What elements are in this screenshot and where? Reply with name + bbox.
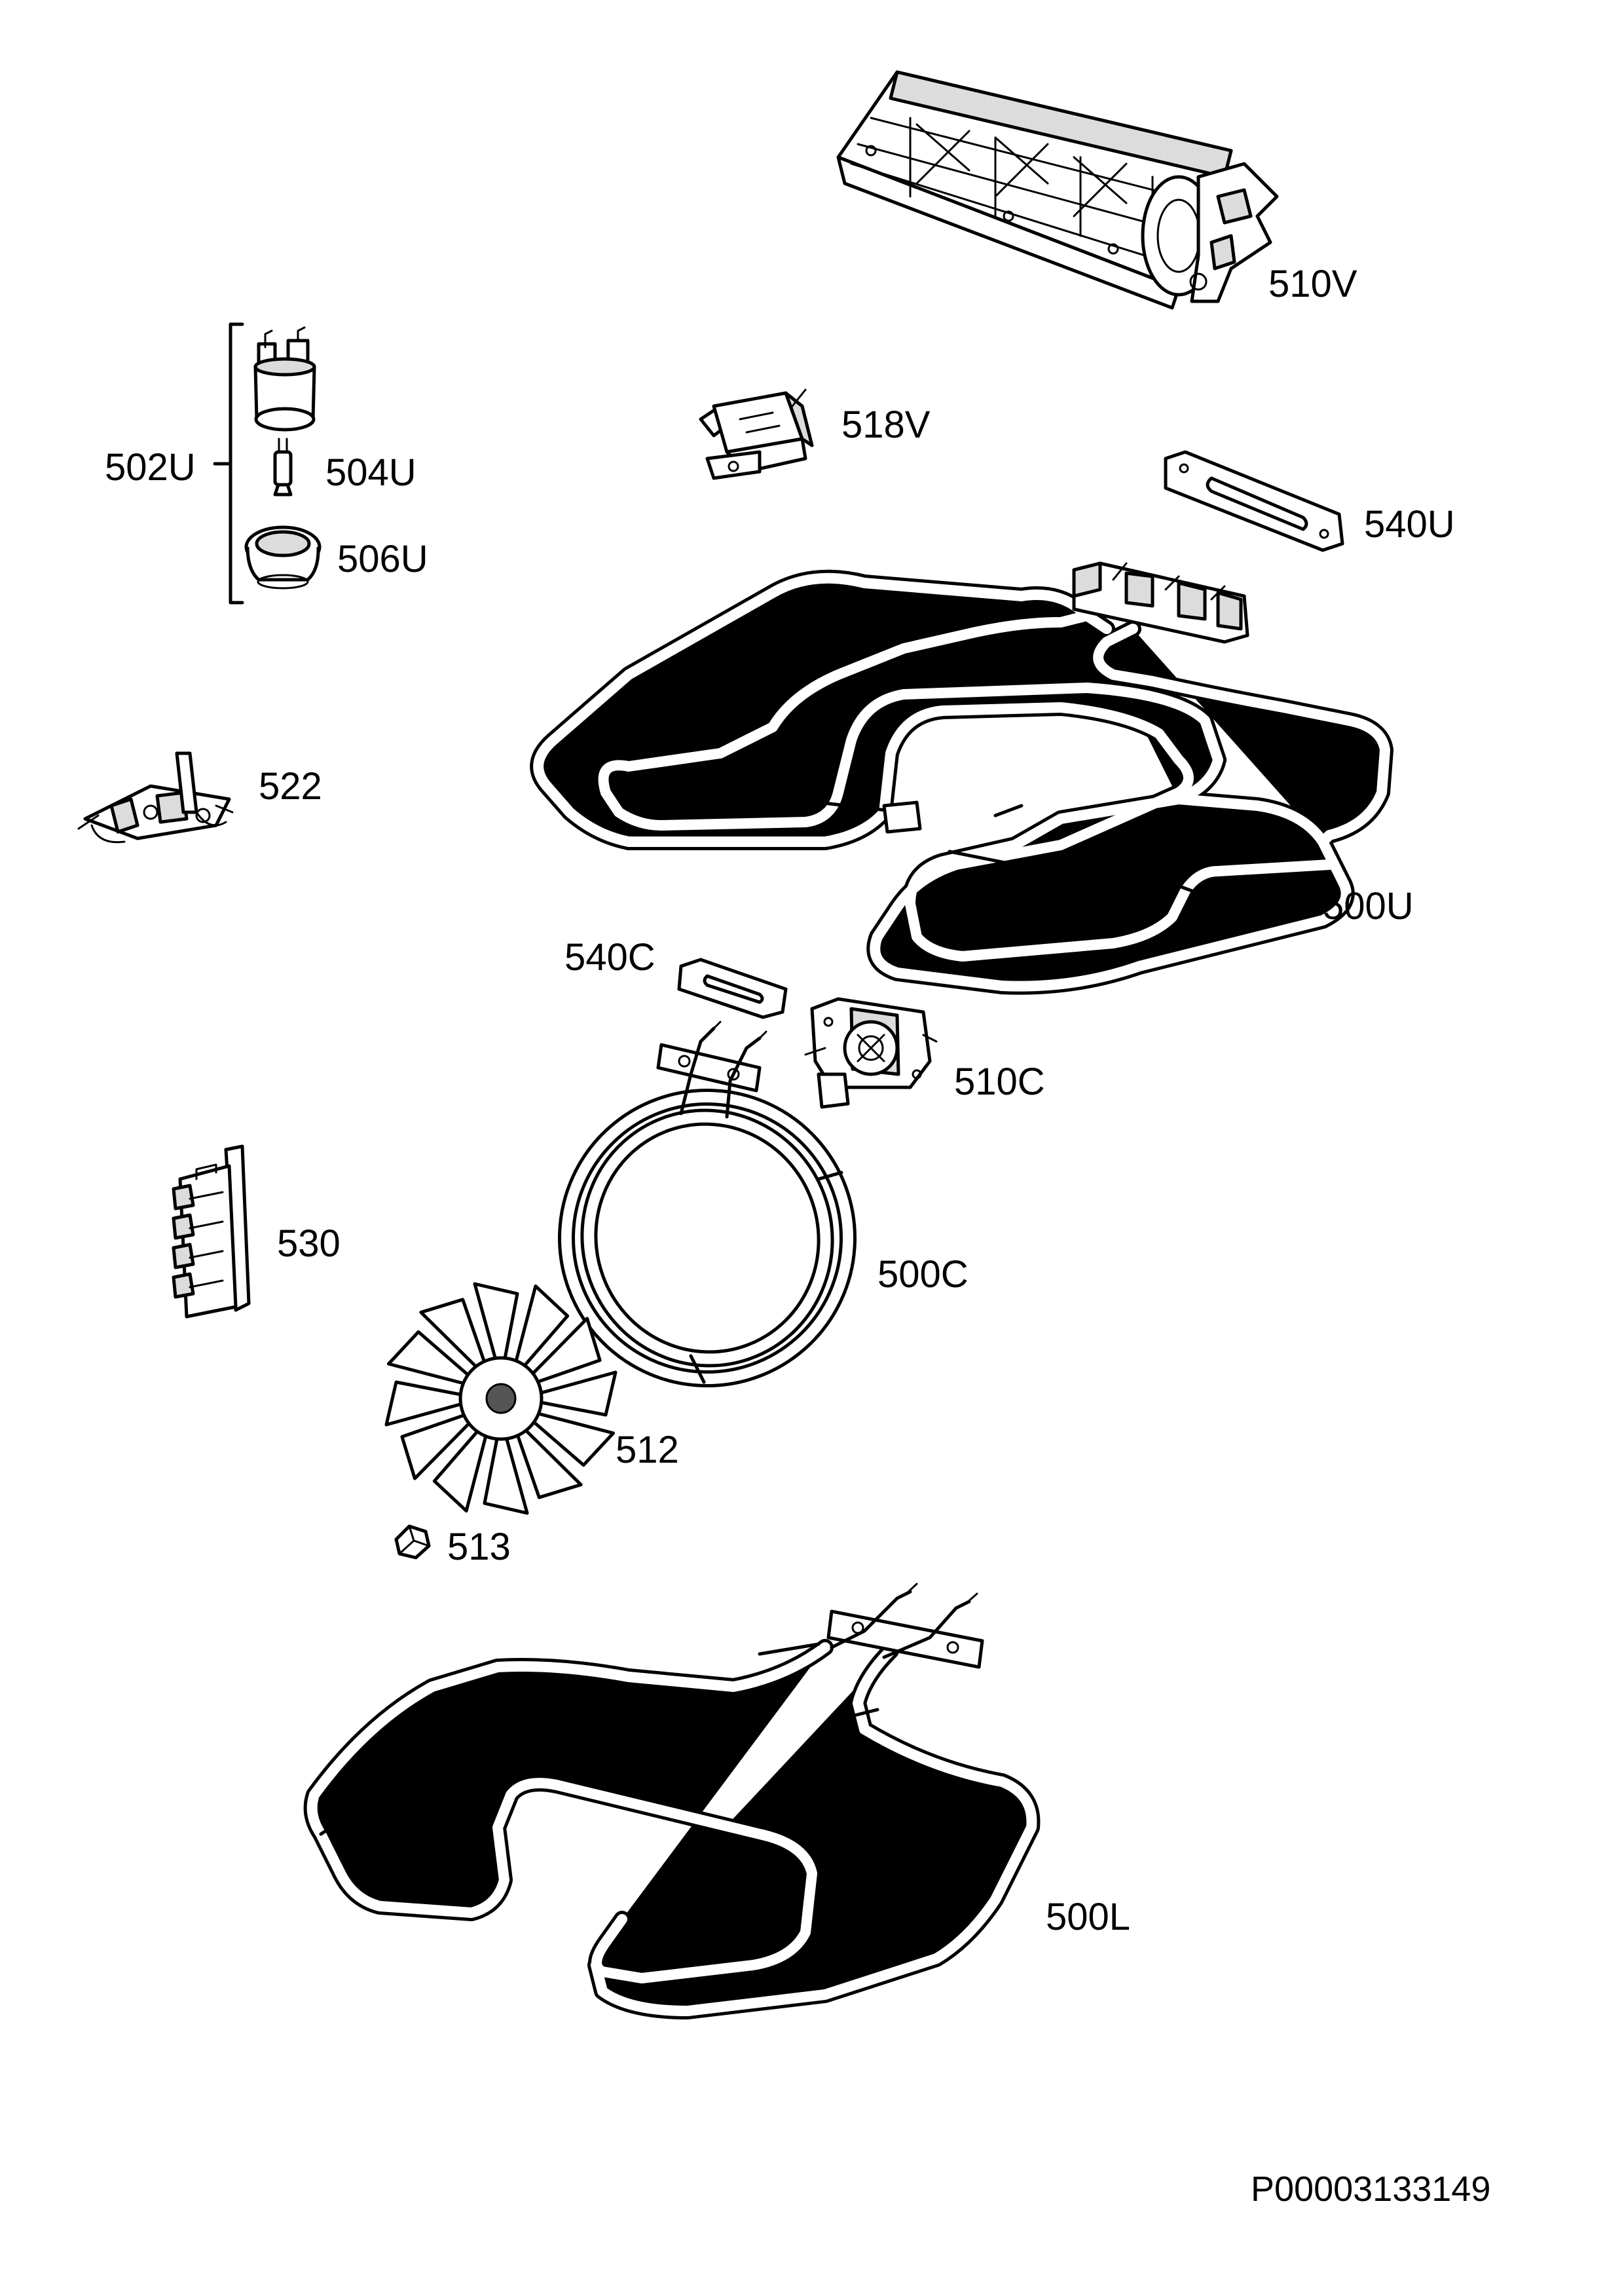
fan-motor-drawing [804,997,938,1109]
part-label-500c: 500C [877,1253,969,1296]
part-label-522: 522 [259,765,322,808]
part-label-506u: 506U [337,538,428,580]
lamp-socket-drawing [253,326,316,432]
part-label-518v: 518V [841,404,931,446]
connector-bracket-drawing [77,751,234,844]
upper-heating-element-drawing [538,561,1385,986]
part-label-540u: 540U [1364,503,1455,546]
part-label-540c: 540C [564,936,655,979]
lamp-group-bracket [213,322,244,605]
fan-blade-drawing [384,1282,618,1515]
part-label-500l: 500L [1046,1896,1131,1938]
part-label-502u: 502U [105,446,196,489]
lower-heating-element-drawing [312,1583,1032,2011]
gasket-circular-drawing [677,958,788,1019]
fan-heater-assembly-drawing [836,70,1279,310]
part-label-530: 530 [277,1222,341,1265]
circular-heating-element-drawing [558,1021,857,1387]
lamp-cover-drawing [244,525,322,590]
terminal-block-drawing [172,1144,251,1319]
gasket-upper-drawing [1164,450,1344,552]
part-label-510c: 510C [954,1060,1045,1103]
reference-code: P00003133149 [1251,2169,1491,2209]
fan-nut-drawing [394,1524,431,1560]
part-label-504u: 504U [325,451,416,494]
part-label-510v: 510V [1268,263,1357,305]
part-label-512: 512 [616,1429,679,1471]
part-label-500u: 500U [1323,885,1414,928]
thermostat-switch-drawing [699,388,814,480]
lamp-bulb-drawing [273,438,293,497]
part-label-513: 513 [447,1526,511,1568]
